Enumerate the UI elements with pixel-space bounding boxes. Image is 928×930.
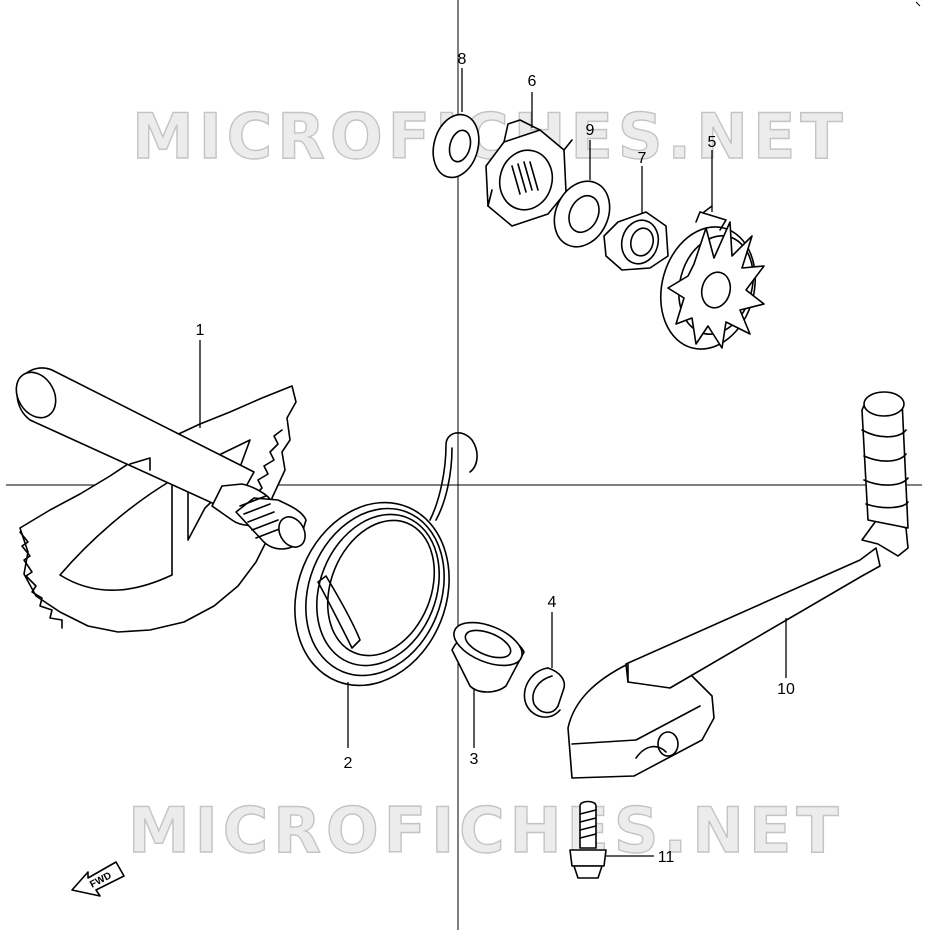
callout-4[interactable]: 4 [548,594,557,611]
callout-labels: 1 2 3 4 5 6 7 8 9 10 11 [196,51,795,866]
part-11-bolt[interactable] [569,800,607,879]
callout-1[interactable]: 1 [196,322,205,339]
part-4-circlip[interactable] [523,667,566,718]
part-10-kick-starter-lever[interactable] [567,391,909,779]
corner-mark [915,1,921,7]
part-3-spacer[interactable] [448,614,528,693]
watermark-top: MICROFICHES.NET [132,100,848,173]
callout-7[interactable]: 7 [638,150,647,167]
callout-2[interactable]: 2 [344,755,353,772]
part-1-kick-starter-shaft[interactable] [8,365,310,633]
part-2-return-spring[interactable] [268,432,478,709]
callout-3[interactable]: 3 [470,751,479,768]
callout-6[interactable]: 6 [528,73,537,90]
part-9-washer[interactable] [544,172,620,256]
leader-lines [199,68,787,857]
callout-8[interactable]: 8 [458,51,467,68]
callout-9[interactable]: 9 [586,122,595,139]
part-5-drive-ratchet[interactable] [648,205,769,360]
fwd-direction-marker: FWD [71,861,125,897]
part-7-hex-nut[interactable] [603,211,669,271]
part-8-washer[interactable] [426,109,485,182]
callout-10[interactable]: 10 [777,681,795,698]
callout-5[interactable]: 5 [708,134,717,151]
part-6-castle-nut[interactable] [485,119,573,227]
callout-11[interactable]: 11 [658,849,675,866]
watermark-bottom: MICROFICHES.NET [128,794,844,867]
